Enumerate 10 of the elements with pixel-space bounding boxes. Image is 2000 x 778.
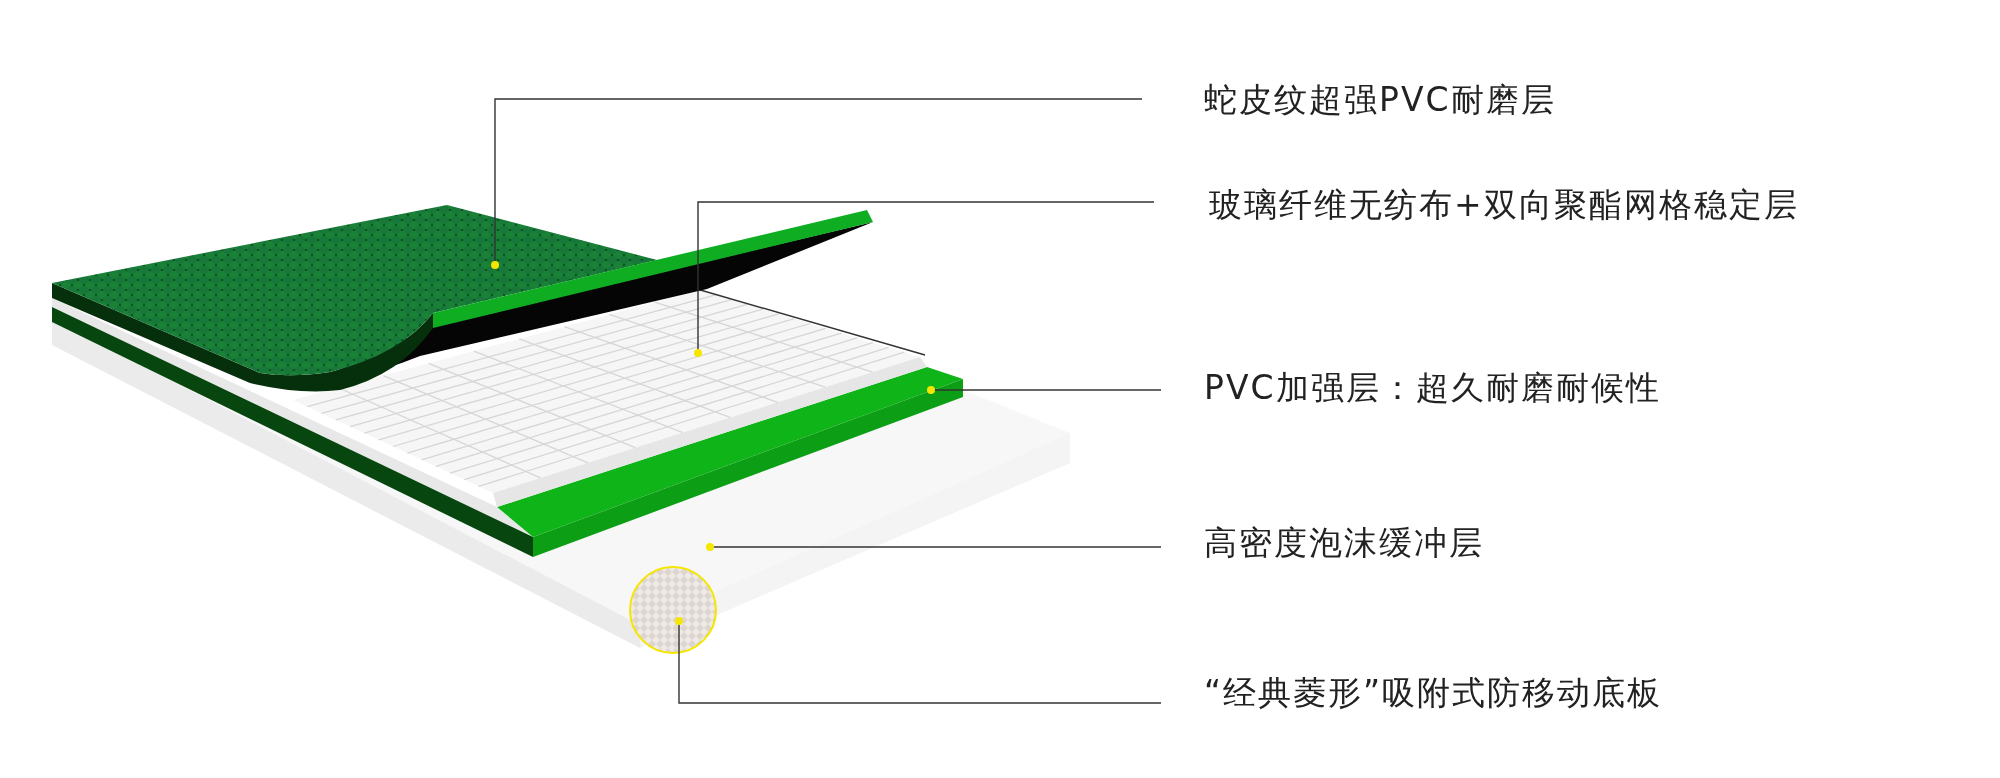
layer-label: 高密度泡沫缓冲层: [1204, 523, 1484, 562]
layer-label: 蛇皮纹超强PVC耐磨层: [1204, 80, 1556, 119]
leader-line: [694, 201, 1155, 357]
leader-line: [927, 386, 1162, 394]
leader-line: [706, 543, 1162, 551]
layer-label: 玻璃纤维无纺布+双向聚酯网格稳定层: [1209, 185, 1799, 224]
leader-line: [491, 98, 1143, 269]
layer-label: “经典菱形”吸附式防移动底板: [1204, 673, 1663, 712]
layer-label: PVC加强层：超久耐磨耐候性: [1204, 368, 1661, 407]
leader-line: [675, 617, 1162, 704]
